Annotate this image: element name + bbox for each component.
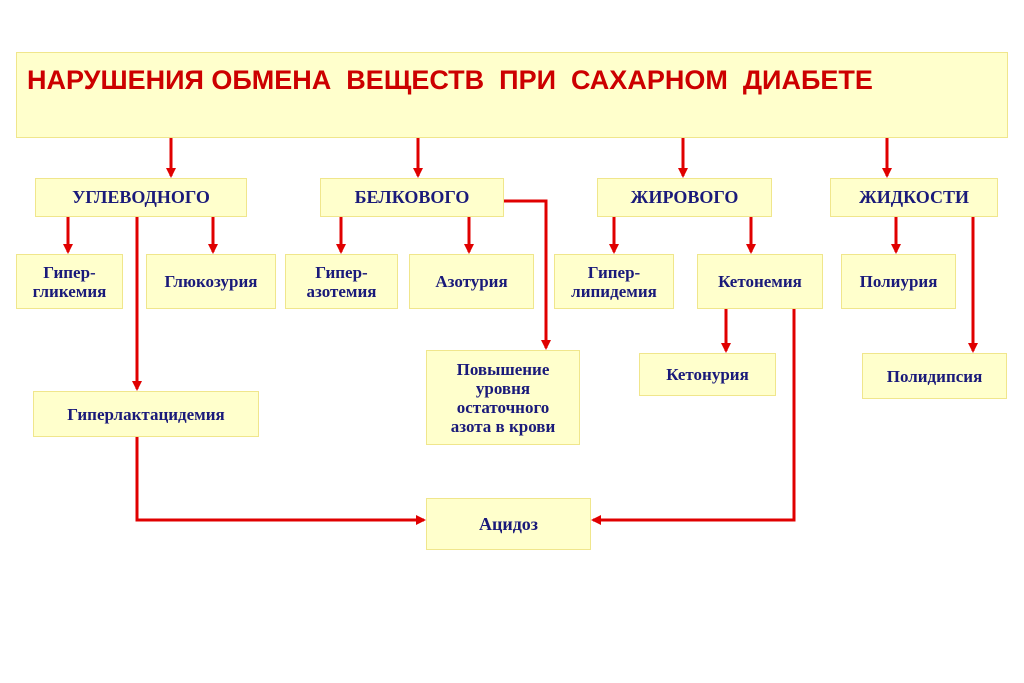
- item-hyperlactacidemia: Гиперлактацидемия: [33, 391, 259, 437]
- diagram-title: НАРУШЕНИЯ ОБМЕНА ВЕЩЕСТВ ПРИ САХАРНОМ ДИ…: [16, 52, 1008, 138]
- item-azoturia: Азотурия: [409, 254, 534, 309]
- item-ketonuria: Кетонурия: [639, 353, 776, 396]
- category-carbohydrate: УГЛЕВОДНОГО: [35, 178, 247, 217]
- category-fluid: ЖИДКОСТИ: [830, 178, 998, 217]
- item-hyperazotemia: Гипер- азотемия: [285, 254, 398, 309]
- category-fat: ЖИРОВОГО: [597, 178, 772, 217]
- arrow-protein-residual-nitrogen: [504, 199, 551, 350]
- item-polyuria: Полиурия: [841, 254, 956, 309]
- item-polydipsia: Полидипсия: [862, 353, 1007, 399]
- item-hyperlipidemia: Гипер- липидемия: [554, 254, 674, 309]
- item-hyperglycemia: Гипер- гликемия: [16, 254, 123, 309]
- arrow-hyperlactacidemia-acidosis: [135, 437, 426, 525]
- item-acidosis: Ацидоз: [426, 498, 591, 550]
- category-protein: БЕЛКОВОГО: [320, 178, 504, 217]
- item-residual-nitrogen: Повышение уровня остаточного азота в кро…: [426, 350, 580, 445]
- item-ketonemia: Кетонемия: [697, 254, 823, 309]
- arrow-ketonemia-acidosis: [591, 309, 796, 525]
- item-glucosuria: Глюкозурия: [146, 254, 276, 309]
